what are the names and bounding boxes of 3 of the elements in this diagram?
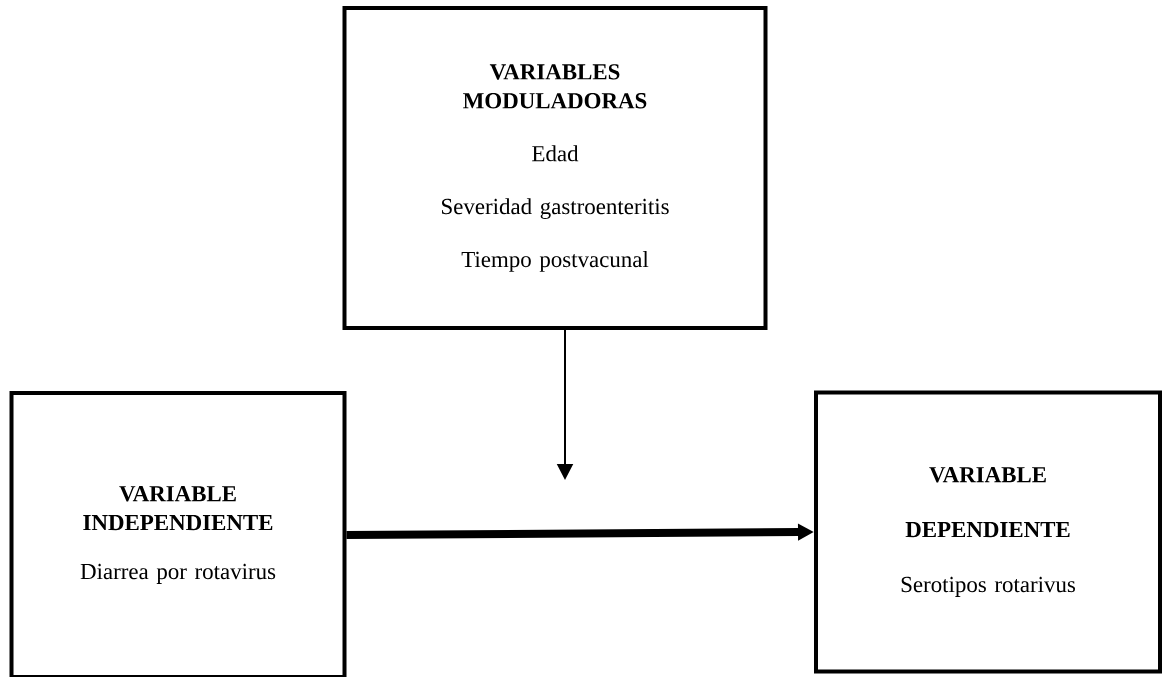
variable-box: VARIABLE DEPENDIENTE Serotipos rotarivus <box>814 390 1162 674</box>
variable-box: VARIABLE INDEPENDIENTE Diarrea por rotavirus <box>9 391 347 677</box>
variable-box: VARIABLES MODULADORAS Edad Severidad gastroenteritis Tiempo postvacunal <box>342 6 768 330</box>
